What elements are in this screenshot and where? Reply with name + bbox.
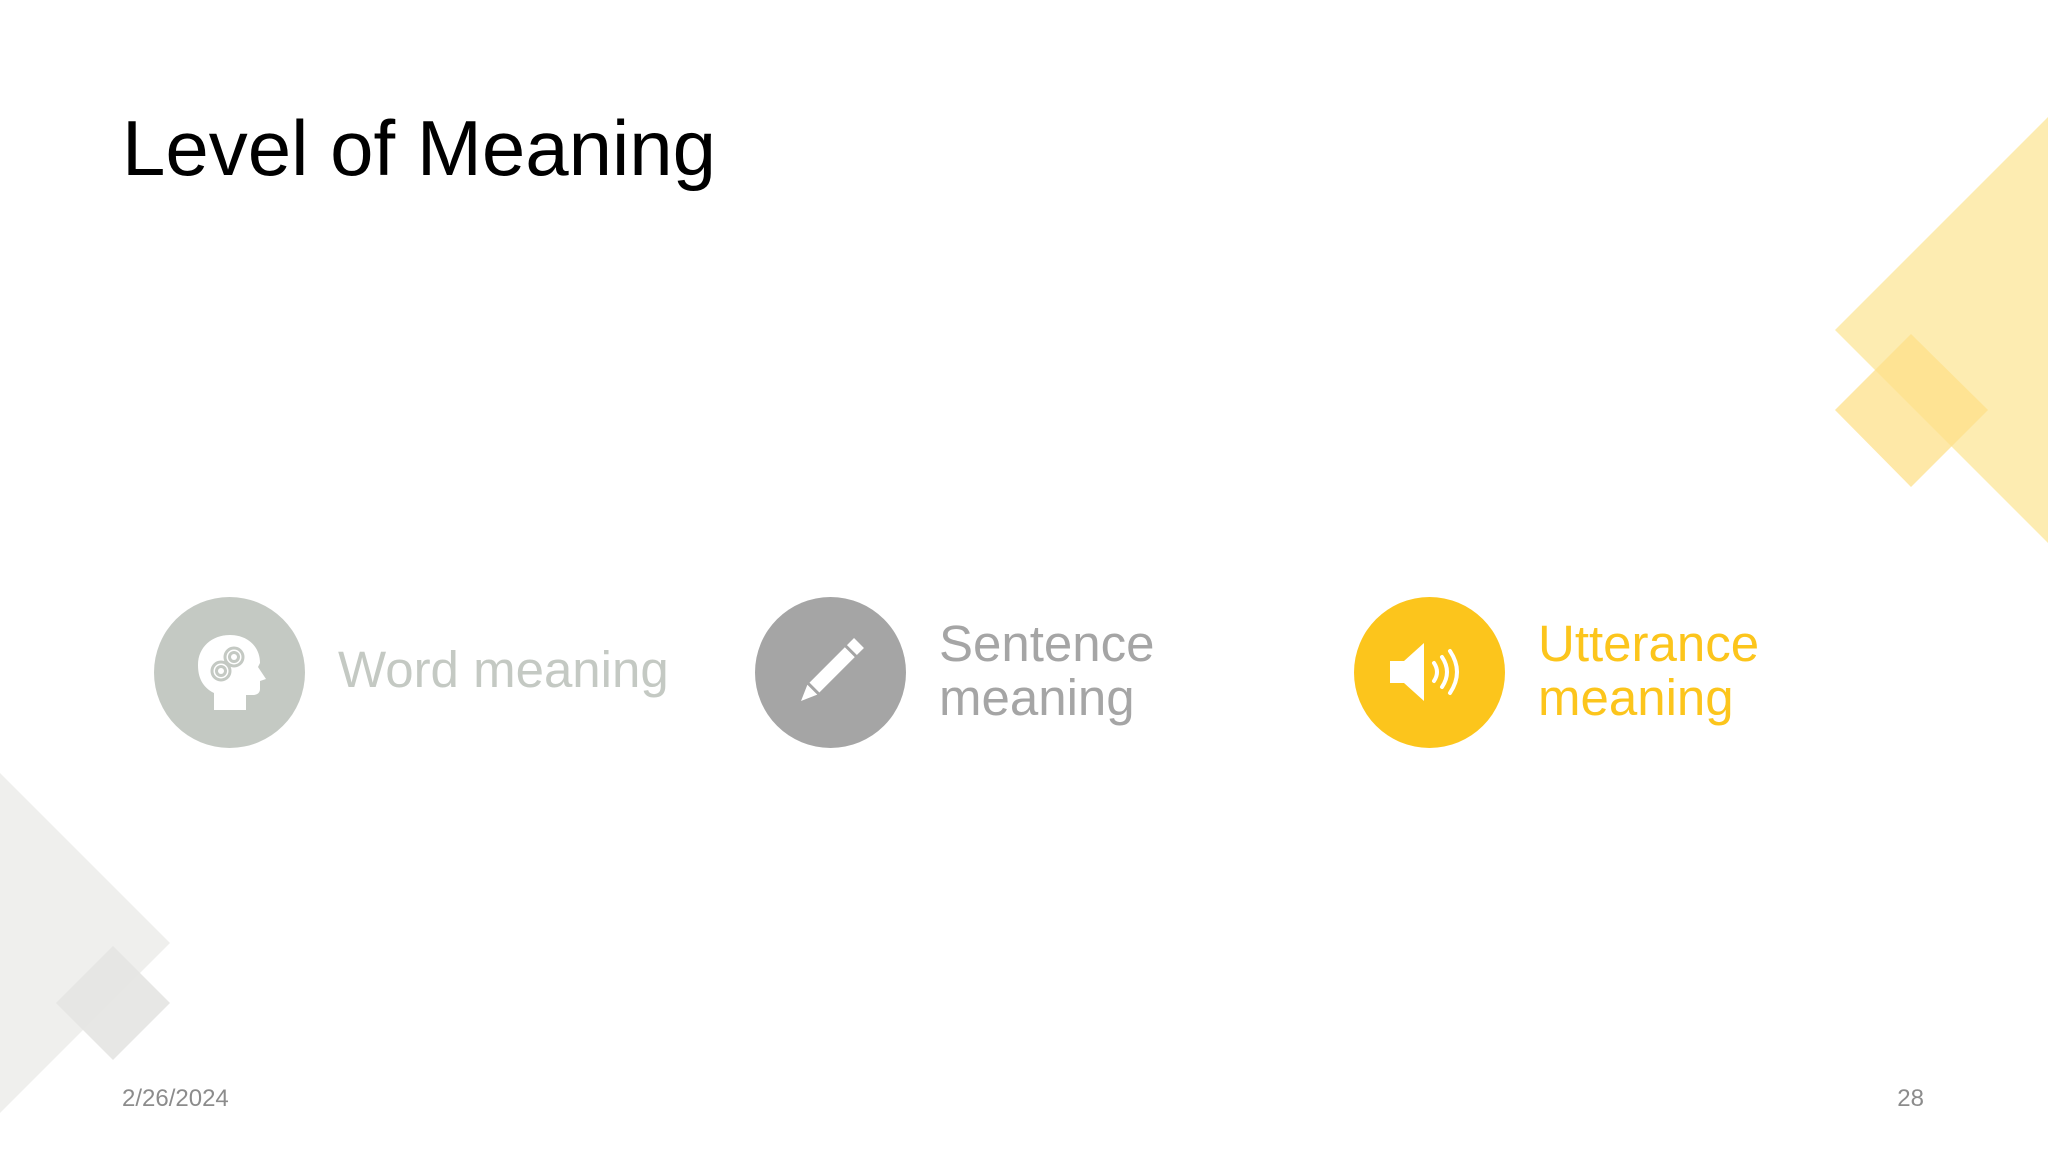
head-gears-icon	[198, 635, 266, 710]
sentence-meaning-text: Sentence meaning	[939, 615, 1155, 726]
utterance-meaning-text: Utterance meaning	[1538, 615, 1760, 726]
footer-date: 2/26/2024	[122, 1085, 229, 1112]
utterance-meaning-label: Utterance meaning	[1538, 617, 1778, 725]
slide-title: Level of Meaning	[122, 104, 717, 192]
word-meaning-label: Word meaning	[338, 641, 669, 698]
word-meaning-icon-circle	[154, 597, 305, 748]
utterance-meaning-icon-circle	[1354, 597, 1505, 748]
sentence-meaning-icon-circle	[755, 597, 906, 748]
speaker-icon	[1390, 643, 1459, 701]
sentence-meaning-label: Sentence meaning	[939, 617, 1179, 725]
slide-number: 28	[1897, 1085, 1924, 1112]
pencil-icon	[801, 638, 864, 701]
